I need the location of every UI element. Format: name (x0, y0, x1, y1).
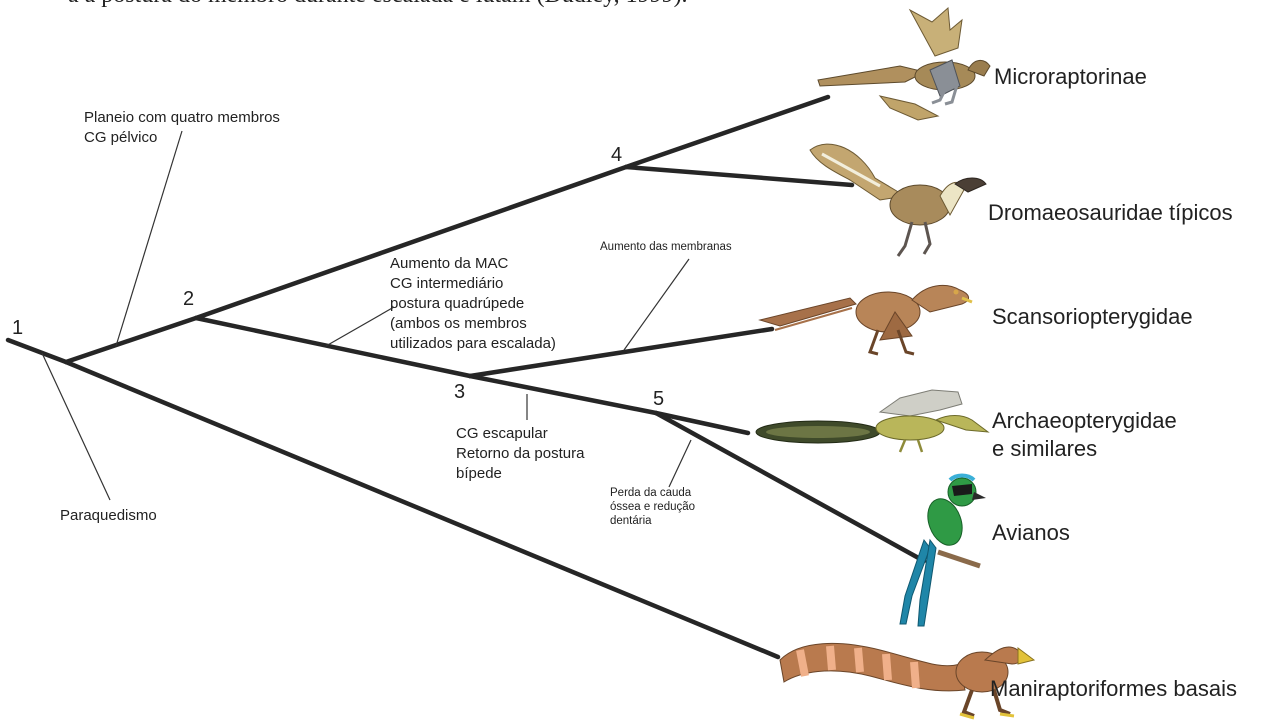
taxon-label-avianos: Avianos (992, 520, 1070, 545)
dromaeosaurid-illustration (810, 144, 986, 256)
branch-root (8, 340, 66, 362)
branch-microraptorinae (626, 97, 828, 167)
taxon-label-microraptorinae: Microraptorinae (994, 64, 1147, 89)
leader-aumento-mac (326, 307, 394, 346)
annotation-mac-line2: CG intermediário (390, 275, 503, 292)
annotation-escapular-line1: CG escapular (456, 425, 548, 442)
annotation-mac-line5: utilizados para escalada) (390, 335, 556, 352)
top-caption-fragment: a a postura do membro durante escalada e… (68, 0, 688, 8)
tree-branches (8, 97, 924, 657)
annotation-perda-line1: Perda da cauda (610, 487, 692, 499)
leader-membranas (624, 259, 689, 350)
annotations: Planeio com quatro membros CG pélvico Pa… (60, 109, 732, 527)
annotation-membranas: Aumento das membranas (600, 241, 732, 253)
annotation-perda-line2: óssea e redução (610, 501, 695, 513)
taxon-label-dromaeosauridae: Dromaeosauridae típicos (988, 200, 1233, 225)
annotation-escapular-line2: Retorno da postura (456, 445, 585, 462)
archaeopterygid-illustration (756, 390, 988, 452)
branch-node1-to-node2 (66, 318, 196, 362)
annotation-mac-line4: (ambos os membros (390, 315, 527, 332)
scansoriopterygid-illustration (760, 285, 972, 354)
node-label-1: 1 (12, 317, 23, 339)
taxon-label-maniraptoriformes: Maniraptoriformes basais (990, 676, 1237, 701)
node-label-3: 3 (454, 381, 465, 403)
node-label-2: 2 (183, 288, 194, 310)
taxon-label-archaeopterygidae-line2: e similares (992, 436, 1097, 461)
node-label-5: 5 (653, 388, 664, 410)
annotation-paraquedismo: Paraquedismo (60, 507, 157, 524)
node-label-4: 4 (611, 144, 622, 166)
annotation-mac-line1: Aumento da MAC (390, 255, 509, 272)
branch-dromaeosauridae (626, 167, 852, 185)
taxon-label-archaeopterygidae-line1: Archaeopterygidae (992, 408, 1177, 433)
branch-node3-to-node5 (470, 376, 656, 413)
microraptorine-illustration (818, 8, 990, 120)
leader-planeio (116, 131, 182, 346)
taxon-label-scansoriopterygidae: Scansoriopterygidae (992, 304, 1193, 329)
annotation-escapular-line3: bípede (456, 465, 502, 482)
annotation-leaders (42, 131, 691, 500)
annotation-perda-line3: dentária (610, 515, 652, 527)
avian-illustration (900, 476, 986, 627)
annotation-mac-line3: postura quadrúpede (390, 295, 524, 312)
leader-perda (669, 440, 691, 487)
node-labels: 1 2 3 4 5 (12, 144, 664, 410)
annotation-planeio-line2: CG pélvico (84, 129, 157, 146)
annotation-planeio-line1: Planeio com quatro membros (84, 109, 280, 126)
